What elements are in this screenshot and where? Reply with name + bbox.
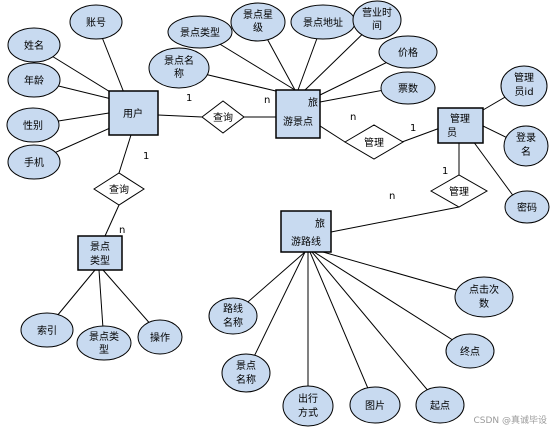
svg-text:名称: 名称 xyxy=(223,316,243,329)
svg-text:间: 间 xyxy=(372,19,382,32)
svg-text:价格: 价格 xyxy=(398,46,418,59)
attribute-spot-name: 景点名 称 xyxy=(148,47,210,89)
attribute-spot-hours: 营业时 间 xyxy=(352,0,402,40)
svg-text:名: 名 xyxy=(521,145,531,158)
svg-text:票数: 票数 xyxy=(398,82,418,95)
svg-text:景点名: 景点名 xyxy=(164,54,194,67)
svg-text:性别: 性别 xyxy=(23,119,43,132)
svg-text:图片: 图片 xyxy=(365,399,385,412)
svg-text:游路线: 游路线 xyxy=(291,235,321,248)
svg-text:称: 称 xyxy=(174,67,184,80)
svg-text:密码: 密码 xyxy=(517,201,537,214)
user-attributes: 账号 姓名 年龄 性别 手机 xyxy=(6,4,123,180)
attribute-route-image: 图片 xyxy=(349,386,401,424)
svg-text:景点: 景点 xyxy=(90,241,110,253)
svg-text:数: 数 xyxy=(479,297,489,310)
attribute-admin-password: 密码 xyxy=(504,190,550,224)
cardinality-label: n xyxy=(119,225,125,236)
svg-text:景点类型: 景点类型 xyxy=(180,26,220,39)
entity-spot-category: 景点 类型 xyxy=(77,235,123,271)
relationship-spot-admin-manage: 管理 xyxy=(344,124,404,160)
entity-admin: 管理 员 xyxy=(437,107,484,144)
entity-spot: 旅 游景点 xyxy=(275,89,321,139)
attribute-route-travel-mode: 出行 方式 xyxy=(282,385,334,427)
svg-text:管理: 管理 xyxy=(450,112,470,125)
relationship-user-spot-query: 查询 xyxy=(201,100,245,134)
cardinality-label: 1 xyxy=(143,151,149,162)
route-attributes: 路线 名称 景点 名称 出行 方式 图片 起点 终点 点击次 数 xyxy=(208,276,514,427)
svg-text:登录: 登录 xyxy=(516,131,536,144)
svg-text:点击次: 点击次 xyxy=(469,283,499,296)
svg-text:年龄: 年龄 xyxy=(24,74,44,87)
attribute-admin-login: 登录 名 xyxy=(503,125,549,167)
attribute-spot-star: 景点星 级 xyxy=(230,2,286,42)
attribute-spot-type: 景点类型 xyxy=(167,15,233,49)
admin-attributes: 管理 员id 登录 名 密码 xyxy=(500,65,550,224)
svg-text:管理: 管理 xyxy=(449,185,469,198)
cardinality-label: n xyxy=(264,95,270,106)
cardinality-label: 1 xyxy=(186,93,192,104)
svg-text:管理: 管理 xyxy=(514,71,534,84)
svg-text:姓名: 姓名 xyxy=(24,39,44,52)
svg-text:员: 员 xyxy=(447,127,457,139)
svg-text:出行: 出行 xyxy=(298,392,318,405)
svg-text:营业时: 营业时 xyxy=(362,6,392,19)
svg-text:景点星: 景点星 xyxy=(243,9,273,21)
attribute-category-index: 索引 xyxy=(20,312,74,348)
attribute-route-name: 路线 名称 xyxy=(208,297,258,335)
svg-text:操作: 操作 xyxy=(150,331,170,344)
svg-text:旅: 旅 xyxy=(315,217,325,230)
svg-text:类型: 类型 xyxy=(90,254,110,267)
svg-text:方式: 方式 xyxy=(298,406,318,419)
cardinality-label: n xyxy=(350,112,356,123)
relationship-user-category-query: 查询 xyxy=(93,172,145,206)
svg-text:管理: 管理 xyxy=(364,136,384,149)
attribute-route-end: 终点 xyxy=(445,333,495,369)
svg-text:级: 级 xyxy=(253,22,263,34)
entity-route: 旅 游路线 xyxy=(280,210,332,253)
attribute-spot-address: 景点地址 xyxy=(290,4,356,40)
svg-text:景点地址: 景点地址 xyxy=(303,16,343,29)
spot-attributes: 景点类型 景点星 级 景点地址 营业时 间 景点名 称 价格 票数 xyxy=(148,0,438,105)
attribute-route-spot-name: 景点 名称 xyxy=(221,353,271,393)
svg-text:路线: 路线 xyxy=(223,302,243,315)
svg-text:旅: 旅 xyxy=(308,96,318,109)
entity-user: 用户 xyxy=(108,90,159,136)
svg-text:索引: 索引 xyxy=(37,324,57,337)
cardinality-label: 1 xyxy=(442,166,448,177)
cardinality-label: 1 xyxy=(410,123,416,134)
attribute-category-operation: 操作 xyxy=(137,319,183,355)
svg-text:员id: 员id xyxy=(514,86,533,98)
relationship-admin-route-manage: 管理 xyxy=(429,174,489,208)
attribute-name: 姓名 xyxy=(7,27,61,63)
svg-text:账号: 账号 xyxy=(86,17,106,29)
attribute-phone: 手机 xyxy=(7,144,61,180)
cardinality-label: n xyxy=(389,191,395,202)
attribute-gender: 性别 xyxy=(6,107,60,143)
svg-text:手机: 手机 xyxy=(24,156,44,169)
svg-text:用户: 用户 xyxy=(123,107,143,120)
svg-text:终点: 终点 xyxy=(460,345,480,358)
category-attributes: 索引 景点类 型 操作 xyxy=(20,312,183,361)
attribute-route-start: 起点 xyxy=(415,386,465,424)
svg-text:查询: 查询 xyxy=(109,183,129,196)
svg-text:查询: 查询 xyxy=(213,111,233,124)
attribute-category-type: 景点类 型 xyxy=(76,325,132,361)
svg-text:景点类: 景点类 xyxy=(89,330,119,343)
watermark: CSDN @真诚毕设 xyxy=(473,416,547,426)
svg-text:起点: 起点 xyxy=(430,400,450,412)
svg-text:名称: 名称 xyxy=(236,373,256,386)
attribute-admin-id: 管理 员id xyxy=(500,65,548,107)
svg-text:游景点: 游景点 xyxy=(283,115,313,128)
attribute-spot-price: 价格 xyxy=(378,35,438,69)
svg-text:景点: 景点 xyxy=(236,360,256,372)
attribute-age: 年龄 xyxy=(7,62,61,98)
attribute-spot-tickets: 票数 xyxy=(380,71,436,105)
svg-text:型: 型 xyxy=(99,343,109,356)
attribute-account: 账号 xyxy=(69,4,123,40)
attribute-route-clicks: 点击次 数 xyxy=(454,276,514,318)
